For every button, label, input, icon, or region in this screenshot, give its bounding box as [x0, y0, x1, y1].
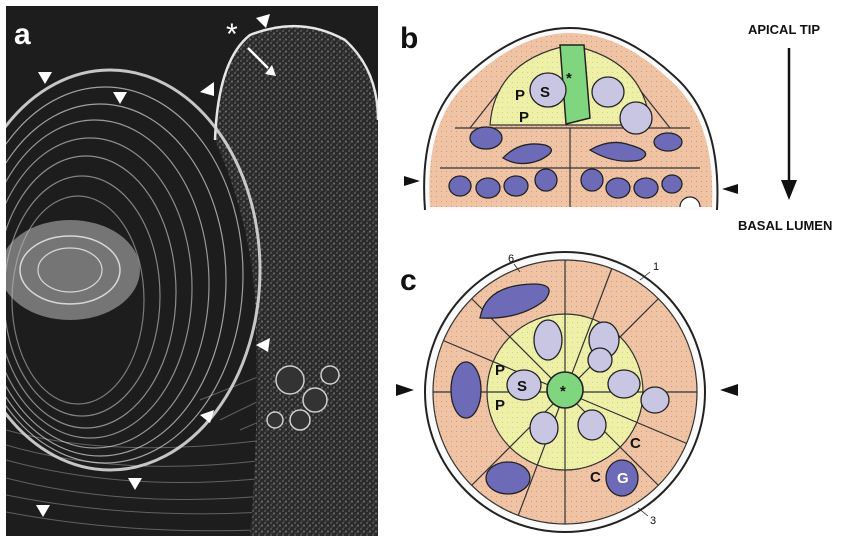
right-arrowhead-icon — [722, 184, 738, 194]
c-label-p-2: P — [495, 397, 505, 414]
c-label-s: S — [517, 378, 527, 395]
c-label-star: * — [560, 383, 566, 400]
c-left-arrowhead-icon — [396, 384, 414, 396]
c-right-arrowhead-icon — [720, 384, 738, 396]
apical-tip-label: APICAL TIP — [748, 22, 820, 37]
c-label-c-2: C — [590, 469, 601, 486]
down-arrow-icon — [781, 180, 797, 200]
c-label-1: 1 — [653, 261, 659, 273]
panel-letter-c: c — [400, 264, 417, 297]
c-label-6: 6 — [508, 253, 514, 265]
c-label-3: 3 — [650, 515, 656, 527]
fiber-core — [0, 220, 140, 320]
orientation-axis: APICAL TIP BASAL LUMEN — [738, 22, 832, 233]
c-label-p-1: P — [495, 362, 505, 379]
basal-lumen-label: BASAL LUMEN — [738, 218, 832, 233]
left-arrowhead-icon — [404, 176, 420, 186]
label-s: S — [540, 84, 550, 101]
photo-star: * — [226, 18, 238, 51]
panel-letter-a: a — [14, 18, 31, 51]
panel-c-diagram: c — [396, 250, 738, 540]
label-star: * — [566, 70, 572, 87]
panel-a-micrograph: * a — [0, 6, 378, 536]
label-p-1: P — [515, 87, 525, 104]
c-label-g: G — [617, 470, 629, 487]
label-p-2: P — [519, 109, 529, 126]
c-label-c-1: C — [630, 435, 641, 452]
panel-letter-b: b — [400, 22, 418, 55]
panel-b-diagram: b — [400, 20, 738, 220]
